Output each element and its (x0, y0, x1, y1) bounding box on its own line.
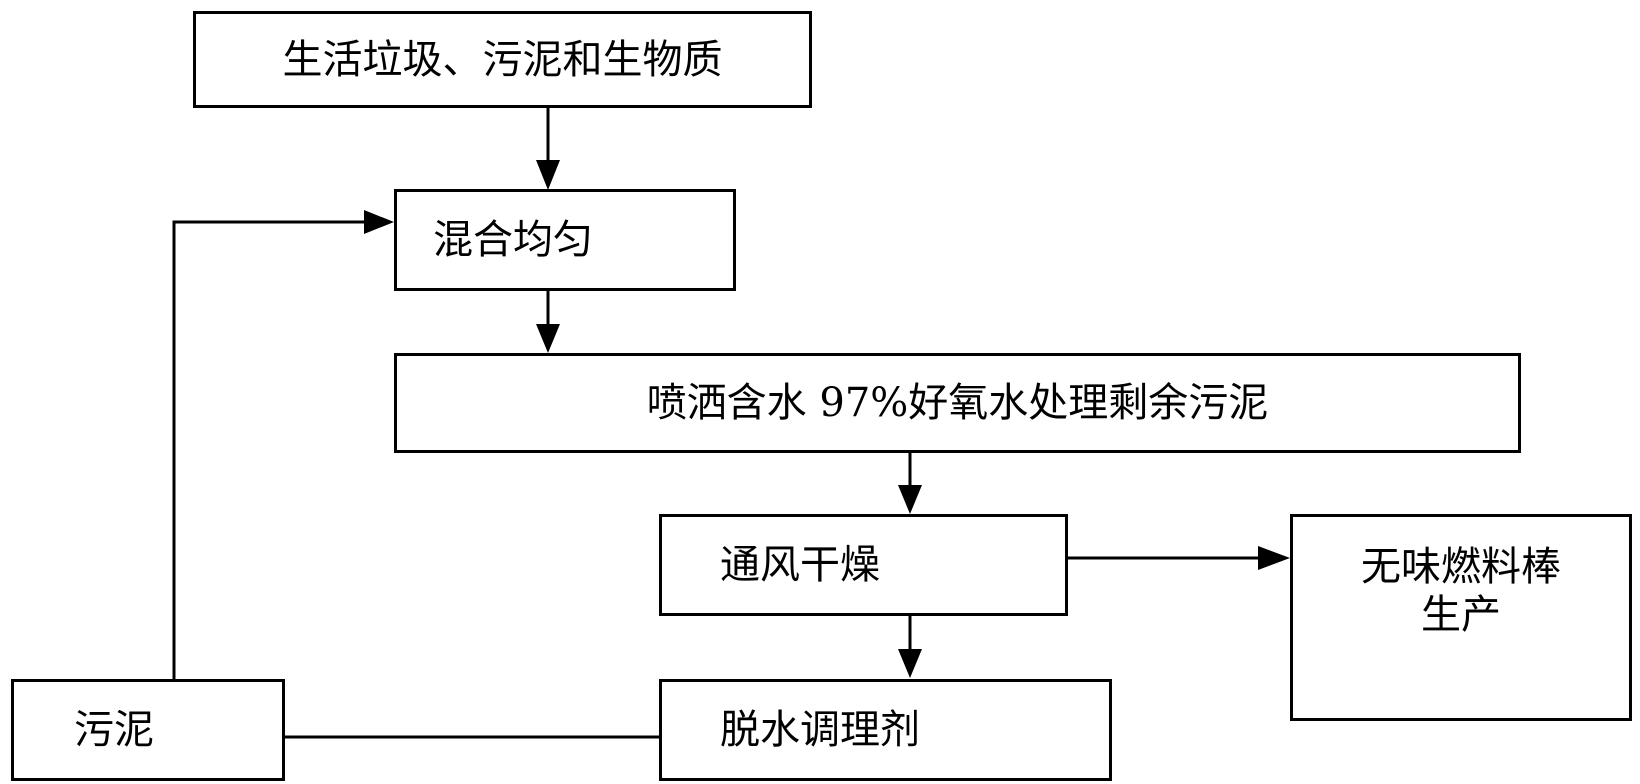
node-product-label-line1: 无味燃料棒 (1361, 544, 1561, 590)
arrowhead-dry-to-product (1258, 546, 1290, 570)
node-spray: 喷洒含水 97%好氧水处理剩余污泥 (394, 353, 1521, 453)
node-dry: 通风干燥 (659, 514, 1068, 616)
node-inputs: 生活垃圾、污泥和生物质 (193, 11, 812, 108)
arrowhead-spray-to-dry (898, 485, 922, 514)
node-product: 无味燃料棒 生产 (1290, 514, 1632, 721)
arrowhead-dry-to-conditioner (898, 649, 922, 678)
arrowhead-inputs-to-mix (536, 160, 560, 190)
node-spray-label: 喷洒含水 97%好氧水处理剩余污泥 (646, 380, 1269, 426)
node-dry-label: 通风干燥 (720, 542, 880, 588)
node-product-label-line2: 生产 (1421, 592, 1501, 638)
arrowhead-mix-to-spray (536, 324, 560, 353)
node-sludge: 污泥 (11, 679, 285, 781)
arrow-sludge-to-mix (172, 220, 372, 679)
node-mix: 混合均匀 (394, 189, 736, 291)
node-conditioner: 脱水调理剂 (659, 679, 1112, 781)
node-conditioner-label: 脱水调理剂 (720, 707, 920, 753)
node-sludge-label: 污泥 (74, 707, 154, 753)
arrowhead-sludge-to-mix (364, 210, 394, 234)
node-inputs-label: 生活垃圾、污泥和生物质 (282, 36, 723, 83)
node-mix-label: 混合均匀 (433, 217, 593, 263)
